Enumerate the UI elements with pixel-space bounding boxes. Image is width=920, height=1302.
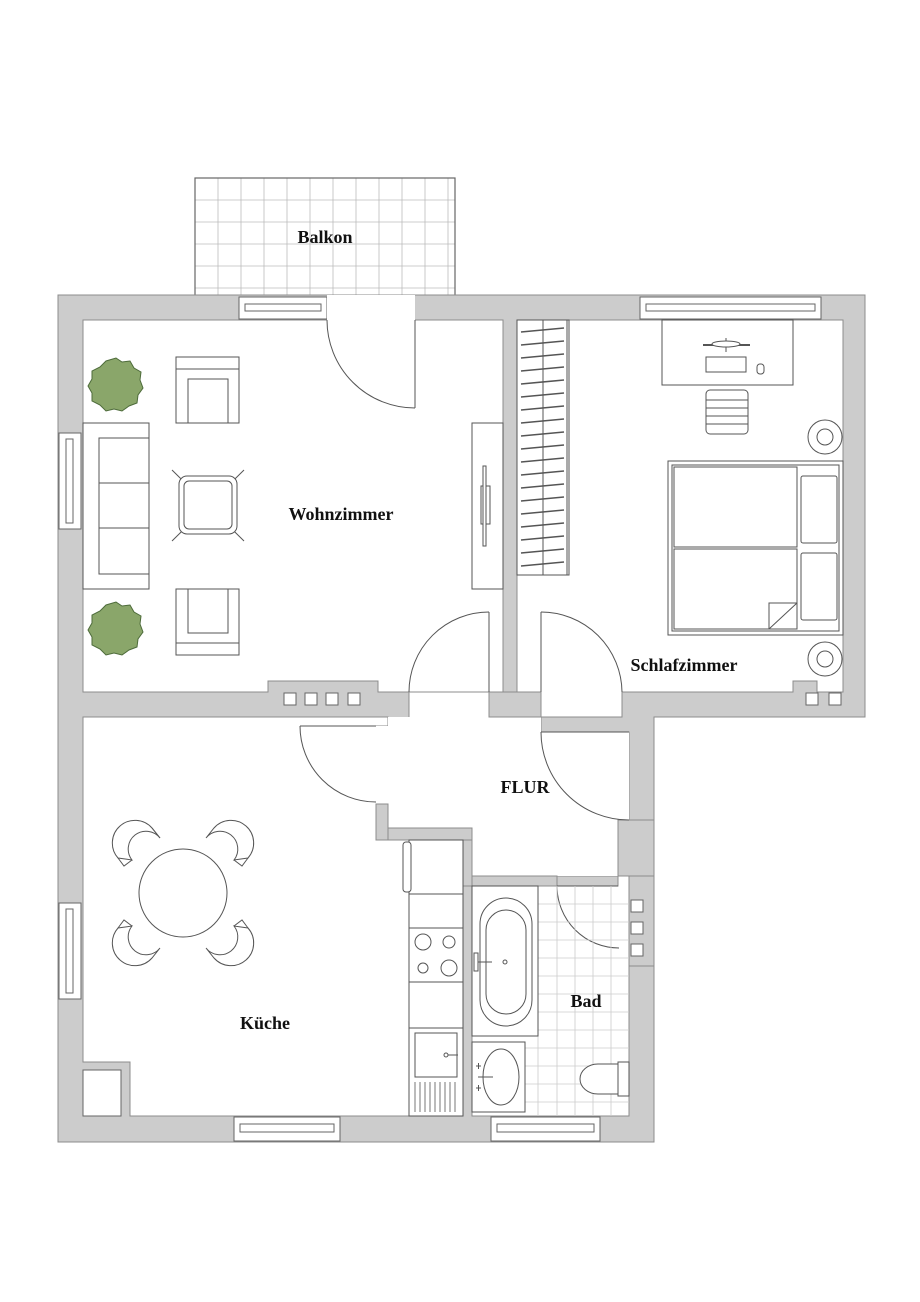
washbasin-icon — [471, 1041, 526, 1113]
hallway-walls — [375, 691, 655, 967]
window-bedroom-top — [639, 296, 822, 320]
room-label-flur: FLUR — [501, 777, 551, 797]
kitchen-sink-icon — [414, 1032, 458, 1112]
armchair-bottom — [175, 588, 240, 656]
bed — [667, 460, 844, 636]
plant-top-icon — [87, 357, 144, 412]
hanger — [520, 327, 565, 333]
wardrobe — [516, 319, 570, 576]
door-living[interactable] — [408, 611, 490, 693]
nightstand-lamp-top-icon — [807, 419, 843, 455]
window-kitchen-bottom — [233, 1116, 341, 1142]
toilet-icon — [579, 1061, 630, 1097]
balcony-tiles — [195, 178, 455, 296]
hanger — [520, 548, 565, 554]
door-balcony[interactable] — [326, 319, 416, 409]
hanger — [520, 379, 565, 385]
nightstand-lamp-bottom-icon — [807, 641, 843, 677]
balcony-door-opening — [327, 295, 415, 321]
hanger — [520, 509, 565, 515]
room-labels: Balkon Wohnzimmer Schlafzimmer FLUR Küch… — [240, 227, 737, 1033]
door-bedroom[interactable] — [540, 611, 623, 693]
hanger — [520, 496, 565, 502]
hanger — [520, 405, 565, 411]
wall-outlets — [283, 692, 842, 957]
dining-chair-3 — [111, 919, 161, 967]
hanger — [520, 483, 565, 489]
window-balcony-left — [238, 296, 328, 320]
door-bath[interactable] — [556, 885, 620, 949]
desk-chair — [705, 389, 749, 435]
windows — [58, 296, 822, 1142]
room-label-wohnzimmer: Wohnzimmer — [289, 504, 394, 524]
door-kitchen[interactable] — [299, 725, 377, 803]
plant-bottom-icon — [87, 601, 144, 656]
hanger — [520, 431, 565, 437]
hallway-floor — [300, 692, 629, 886]
window-kitchen-left — [58, 902, 82, 1000]
wardrobe-hangers — [520, 327, 565, 567]
bedroom-furniture — [516, 319, 844, 677]
window-bath-bottom — [490, 1116, 601, 1142]
balcony — [194, 177, 456, 297]
dining-chair-4 — [205, 919, 255, 967]
room-label-balkon: Balkon — [297, 227, 352, 247]
dining-chair-1 — [111, 819, 161, 867]
dining-chair-2 — [205, 819, 255, 867]
kitchen-corner-block — [82, 1069, 122, 1117]
hanger — [520, 392, 565, 398]
hanger — [520, 418, 565, 424]
hanger — [520, 522, 565, 528]
hanger — [520, 444, 565, 450]
window-living-left — [58, 432, 82, 530]
doors — [299, 319, 630, 949]
hanger — [520, 561, 565, 567]
hanger — [520, 457, 565, 463]
bathtub-icon — [471, 885, 539, 1037]
hanger — [520, 353, 565, 359]
dining-table — [138, 848, 228, 938]
coffee-table — [171, 469, 245, 542]
armchair-top — [175, 356, 240, 424]
room-label-bad: Bad — [570, 991, 601, 1011]
living-room-furniture — [82, 356, 504, 656]
drainboard — [414, 1082, 456, 1112]
hanger — [520, 470, 565, 476]
door-bath-flur[interactable] — [540, 731, 630, 821]
desk — [661, 319, 794, 386]
hanger — [520, 366, 565, 372]
hanger — [520, 535, 565, 541]
room-label-schlafzimmer: Schlafzimmer — [631, 655, 738, 675]
sofa — [82, 422, 150, 590]
room-label-kueche: Küche — [240, 1013, 290, 1033]
bathroom — [471, 885, 630, 1116]
tv-sideboard — [471, 422, 504, 590]
stove-icon — [414, 933, 458, 977]
kitchen-furniture — [111, 819, 464, 1117]
hanger — [520, 340, 565, 346]
